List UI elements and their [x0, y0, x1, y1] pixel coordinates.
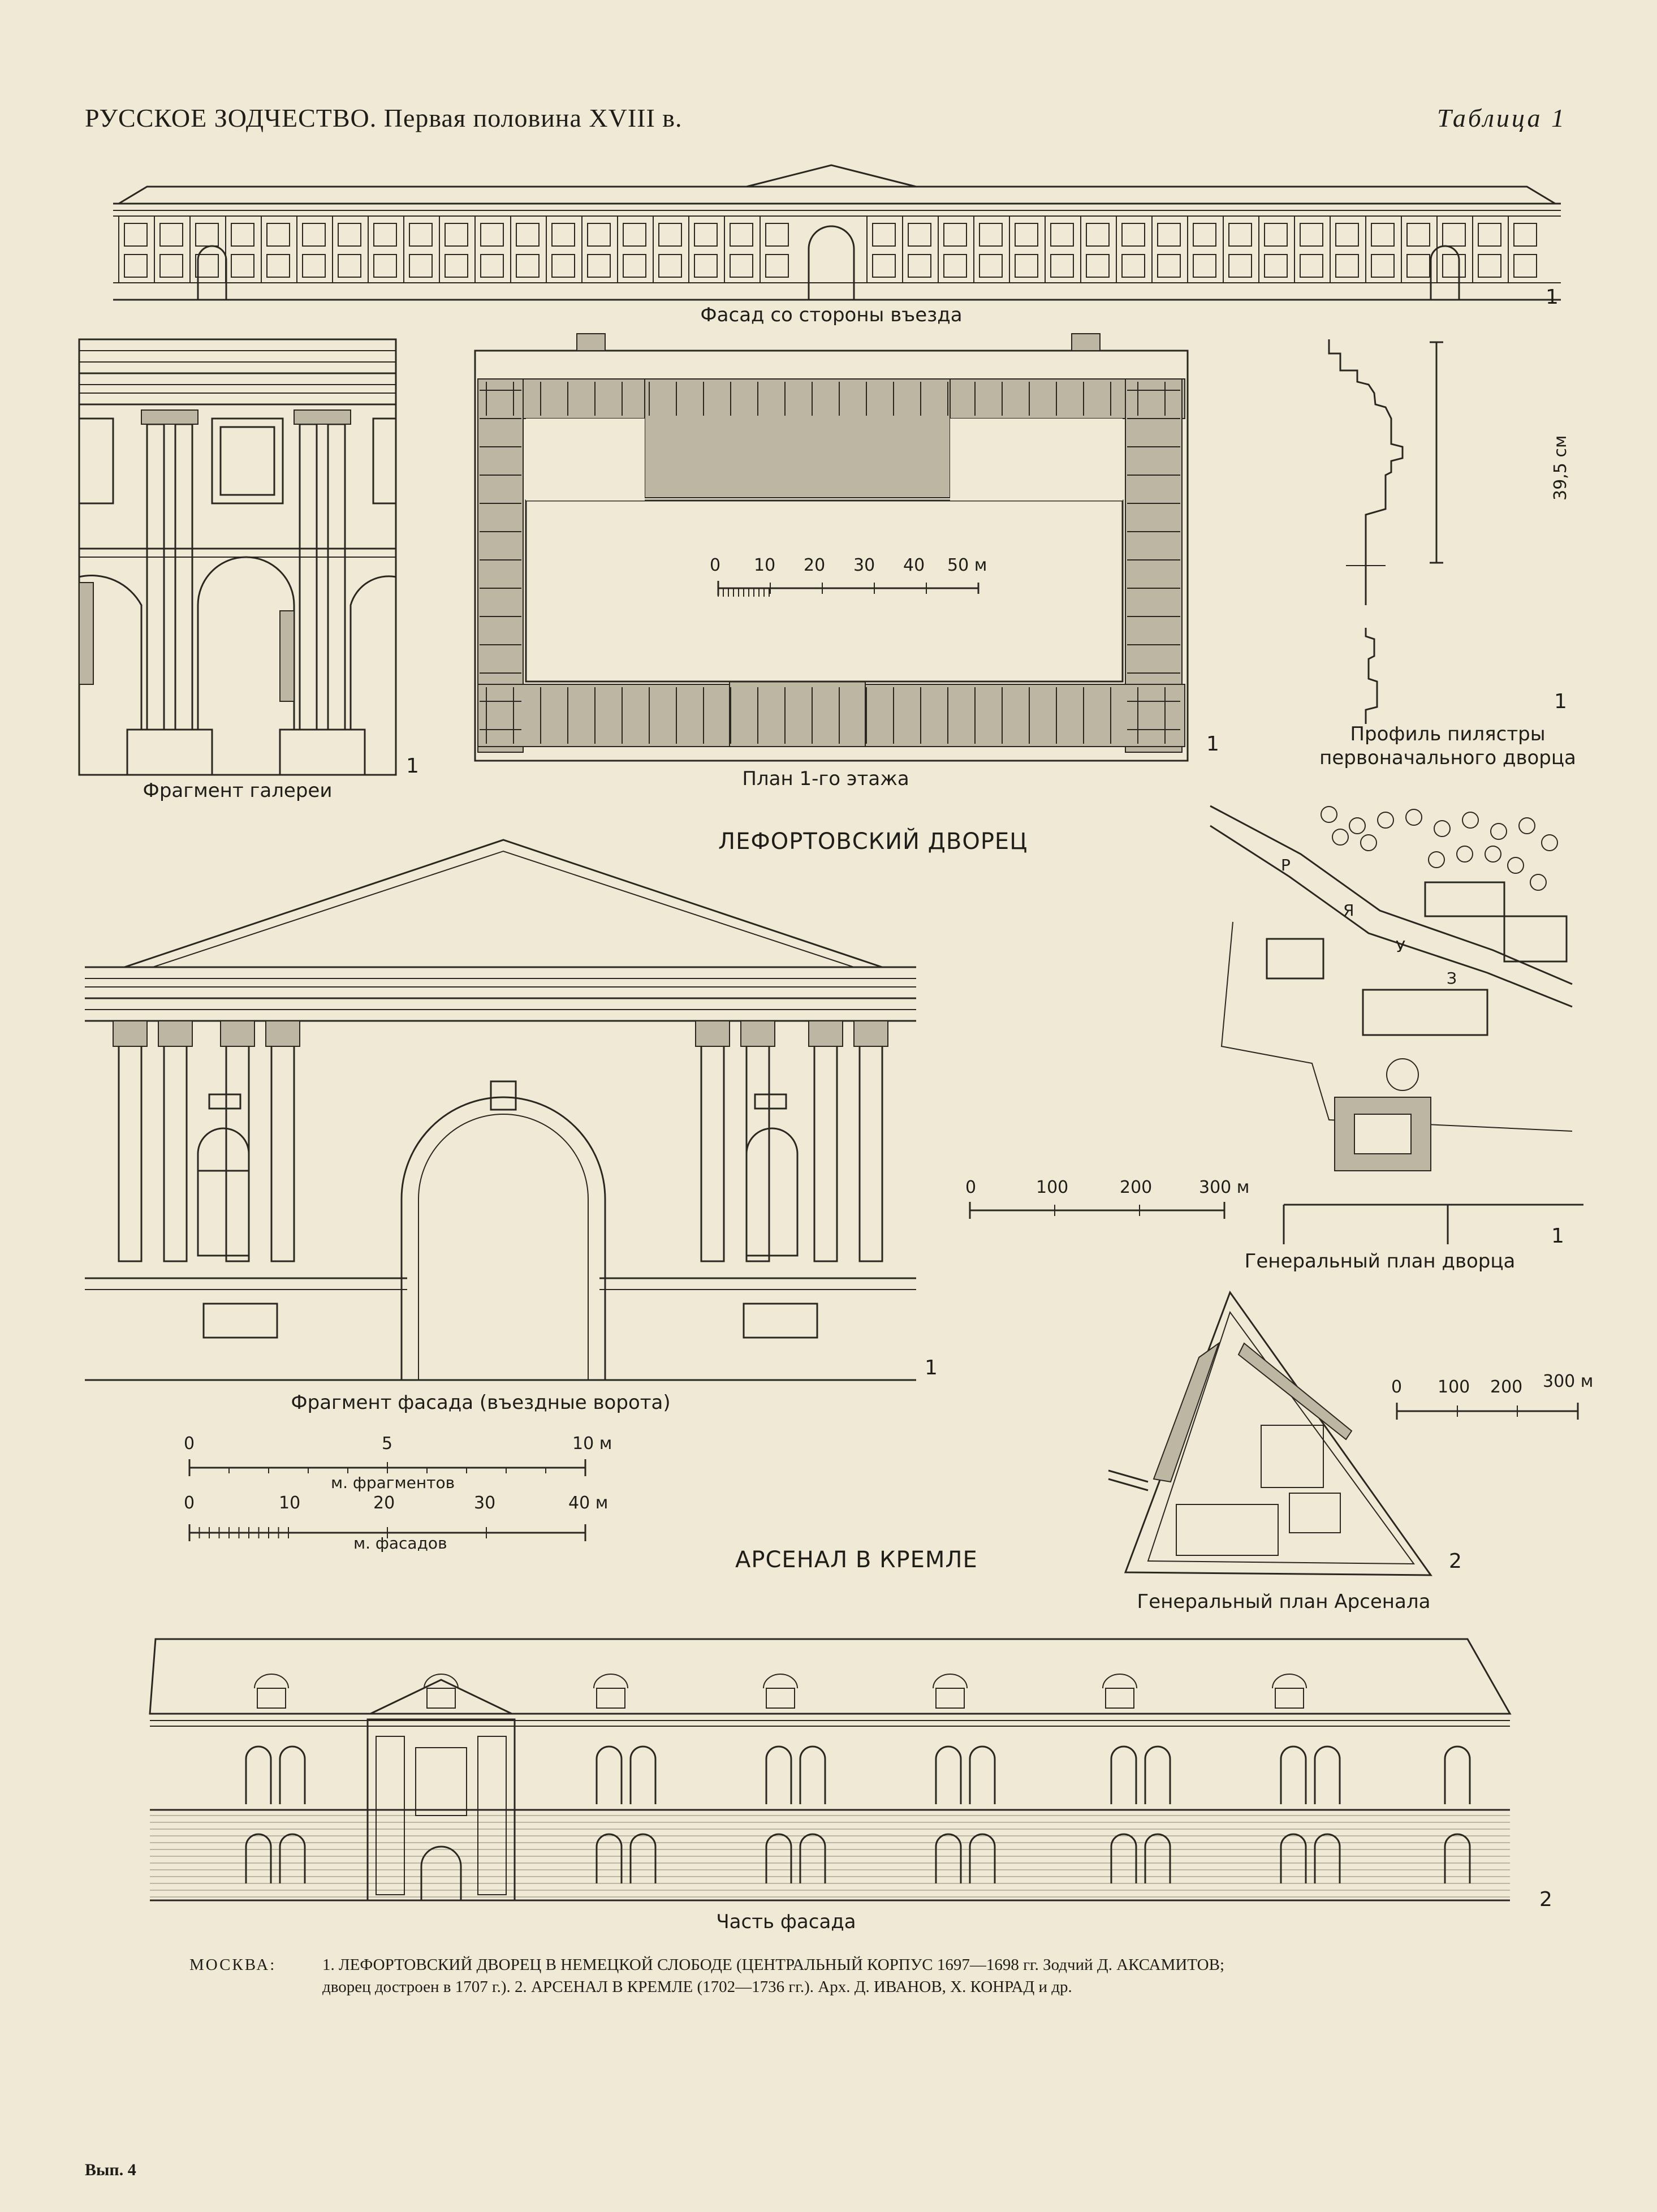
- first-floor-plan-drawing: [474, 333, 1189, 762]
- arsenal-scale-tick: 300 м: [1543, 1372, 1594, 1391]
- fragments-scale-tick: 10 м: [572, 1434, 612, 1454]
- fig-number-pilaster: 1: [1554, 690, 1567, 713]
- footer-line-1: 1. ЛЕФОРТОВСКИЙ ДВОРЕЦ В НЕМЕЦКОЙ СЛОБОД…: [322, 1956, 1225, 1974]
- fig-number-arsenal-facade: 2: [1539, 1888, 1552, 1911]
- caption-entrance-facade: Фасад со стороны въезда: [700, 304, 963, 326]
- issue-number: Вып. 4: [85, 2161, 136, 2179]
- fig-number-gallery: 1: [406, 754, 419, 778]
- fig-number-palace-general: 1: [1551, 1224, 1564, 1248]
- scale-tick-label: 50 м: [947, 555, 987, 575]
- fig-number-plan: 1: [1206, 732, 1219, 756]
- scale-tick-label: 20: [804, 555, 826, 575]
- gate-facade-drawing: [85, 839, 916, 1381]
- arsenal-scale-tick: 200: [1490, 1377, 1523, 1397]
- entrance-facade-drawing: [113, 164, 1561, 301]
- facades-scale-tick: 30: [474, 1493, 496, 1513]
- fig-number-entrance-facade: 1: [1546, 286, 1559, 309]
- river-letter: З: [1447, 969, 1457, 988]
- pilaster-profile-drawing: [1328, 339, 1443, 724]
- river-letter: Я: [1343, 901, 1354, 920]
- scale-tick-label: 40: [903, 555, 925, 575]
- arsenal-general-plan-drawing: [1108, 1290, 1432, 1576]
- caption-plan: План 1-го этажа: [742, 767, 909, 790]
- caption-gate-fragment: Фрагмент фасада (въездные ворота): [291, 1391, 671, 1414]
- caption-arsenal-facade: Часть фасада: [716, 1911, 856, 1933]
- plate-number: Таблица 1: [1436, 104, 1567, 132]
- caption-arsenal-general-plan: Генеральный план Арсенала: [1137, 1590, 1431, 1613]
- facades-scale-tick: 20: [373, 1493, 395, 1513]
- caption-pilaster-line1: Профиль пилястры: [1350, 723, 1546, 745]
- scale-tick-label: 30: [853, 555, 875, 575]
- running-title: РУССКОЕ ЗОДЧЕСТВО. Первая половина XVIII…: [85, 104, 683, 132]
- palace-scale-tick: 300 м: [1199, 1178, 1250, 1197]
- footer-line-2: дворец достроен в 1707 г.). 2. АРСЕНАЛ В…: [322, 1978, 1072, 1996]
- gallery-fragment-drawing: [78, 338, 397, 776]
- arsenal-scale-tick: 0: [1391, 1377, 1403, 1397]
- fragments-scale-tick: 5: [382, 1434, 393, 1454]
- plan-scale-bar: [717, 581, 979, 597]
- caption-palace-general-plan: Генеральный план дворца: [1244, 1250, 1516, 1273]
- pilaster-dimension-label: 39,5 см: [1551, 435, 1570, 501]
- arsenal-facade-drawing: [149, 1638, 1512, 1901]
- arsenal-scale-bar: [1396, 1403, 1579, 1420]
- plan-scale-labels: 0 10 20 30 40 50 м: [710, 555, 1004, 578]
- river-letter: У: [1396, 937, 1406, 956]
- fig-number-arsenal-plan: 2: [1449, 1550, 1462, 1573]
- fragments-scale-label: м. фрагментов: [331, 1473, 455, 1492]
- caption-gallery-fragment: Фрагмент галереи: [143, 779, 333, 802]
- scale-tick-label: 0: [710, 555, 721, 575]
- facades-scale-bar: [188, 1524, 586, 1541]
- facades-scale-tick: 40 м: [568, 1493, 609, 1513]
- palace-general-plan-drawing: [1210, 805, 1583, 1244]
- facades-scale-tick: 0: [184, 1493, 195, 1513]
- facades-scale-tick: 10: [279, 1493, 301, 1513]
- footer-city: МОСКВА:: [189, 1956, 277, 1974]
- palace-scale-bar: [969, 1202, 1226, 1219]
- scale-tick-label: 10: [754, 555, 776, 575]
- palace-scale-tick: 200: [1120, 1178, 1153, 1197]
- palace-scale-tick: 100: [1036, 1178, 1069, 1197]
- section-title-lefortovo: ЛЕФОРТОВСКИЙ ДВОРЕЦ: [718, 829, 1028, 855]
- palace-scale-tick: 0: [965, 1178, 977, 1197]
- fragments-scale-bar: [188, 1459, 586, 1476]
- fragments-scale-tick: 0: [184, 1434, 195, 1454]
- arsenal-scale-tick: 100: [1438, 1377, 1470, 1397]
- section-title-arsenal: АРСЕНАЛ В КРЕМЛЕ: [735, 1547, 978, 1573]
- caption-pilaster-line2: первоначального дворца: [1319, 747, 1576, 769]
- facades-scale-label: м. фасадов: [353, 1534, 447, 1553]
- river-letter: Р: [1281, 856, 1291, 874]
- fig-number-gate: 1: [925, 1356, 938, 1379]
